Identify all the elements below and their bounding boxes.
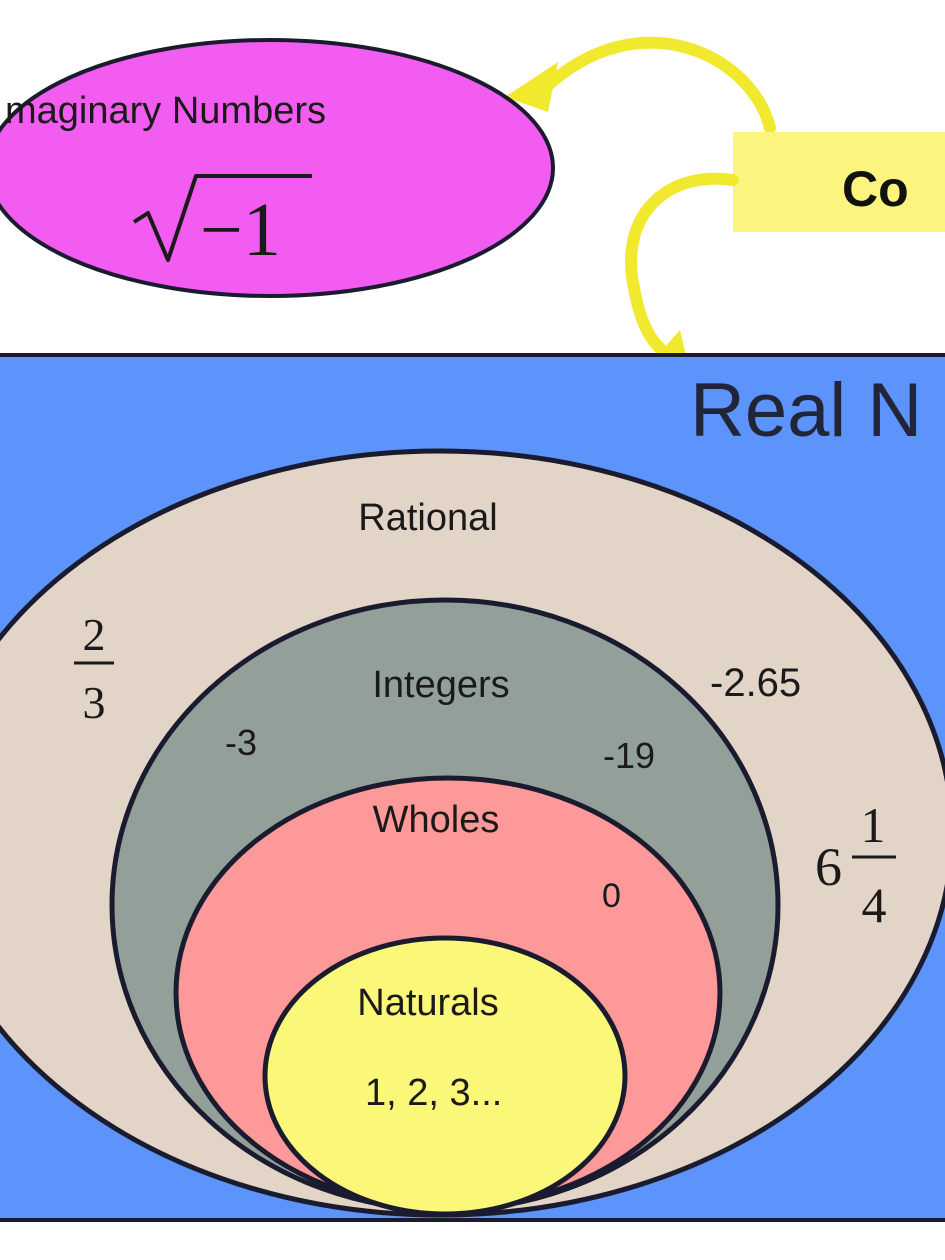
mixed-whole: 6 — [815, 837, 842, 897]
complex-numbers-box: Co — [733, 132, 945, 232]
wholes-label: Wholes — [373, 799, 500, 841]
complex-numbers-label: Co — [842, 161, 909, 217]
sqrt-radicand: −1 — [200, 188, 281, 272]
naturals-label: Naturals — [357, 982, 499, 1024]
integers-label: Integers — [372, 664, 509, 706]
fraction-numerator: 2 — [83, 609, 106, 660]
arrow-to-real — [625, 172, 739, 368]
integer-example-negative-nineteen: -19 — [603, 735, 655, 776]
rational-label: Rational — [358, 497, 497, 539]
imaginary-numbers-set: maginary Numbers −1 — [0, 38, 555, 298]
whole-example-zero: 0 — [602, 877, 621, 915]
fraction-denominator: 3 — [83, 677, 106, 728]
naturals-set: Naturals 1, 2, 3... — [262, 935, 628, 1217]
sqrt-negative-one: −1 — [132, 174, 312, 272]
decimal-example: -2.65 — [710, 661, 801, 705]
integer-example-negative-three: -3 — [225, 722, 257, 763]
mixed-denominator: 4 — [862, 877, 887, 933]
imaginary-numbers-label: maginary Numbers — [5, 90, 326, 132]
natural-examples: 1, 2, 3... — [365, 1072, 502, 1114]
mixed-number-six-and-a-quarter: 6 1 4 — [815, 797, 896, 933]
arrow-to-imaginary — [505, 36, 776, 134]
fraction-two-thirds: 2 3 — [74, 609, 114, 728]
mixed-numerator: 1 — [861, 797, 886, 853]
real-numbers-label: Real N — [690, 368, 922, 453]
